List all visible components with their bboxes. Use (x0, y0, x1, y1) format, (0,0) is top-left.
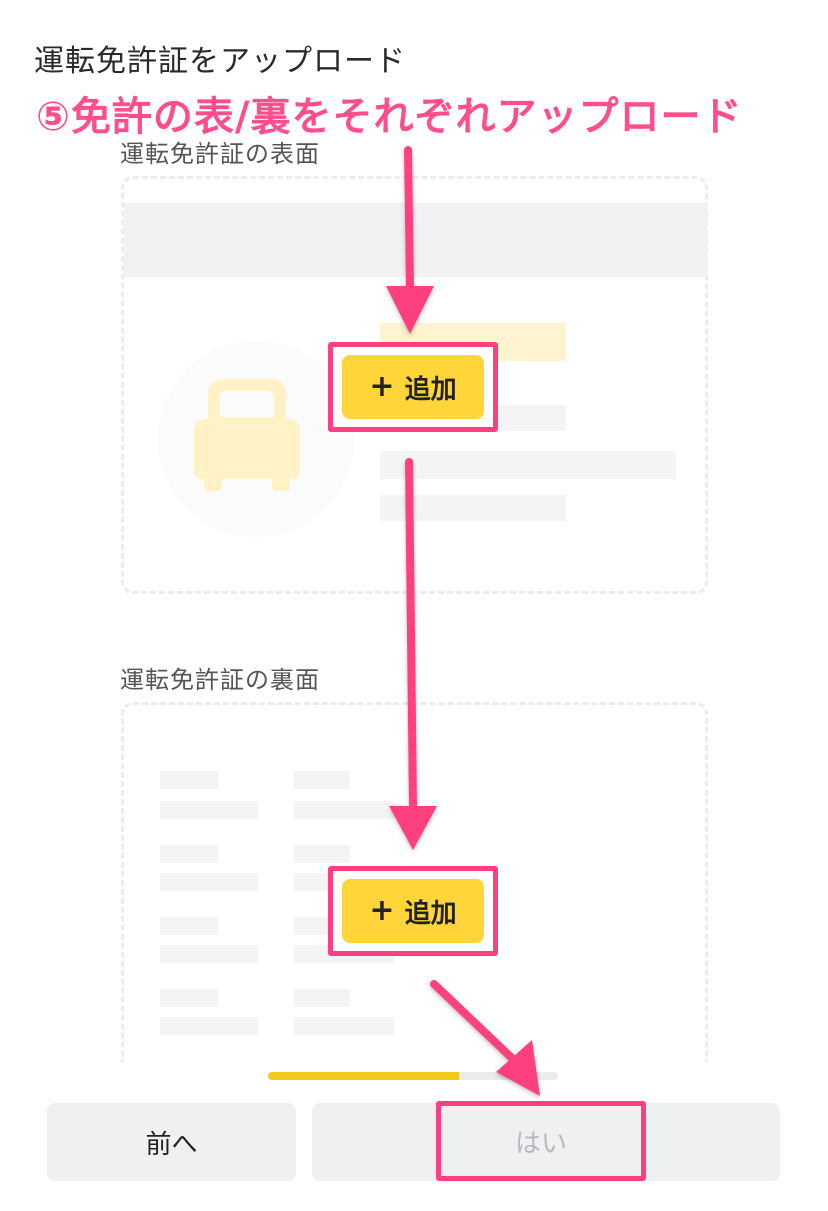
placeholder-cell (160, 989, 218, 1007)
placeholder-cell (294, 771, 350, 789)
arrow-diagonal-icon (430, 980, 540, 1096)
page-title: 運転免許証をアップロード (34, 44, 406, 79)
placeholder-cell (160, 801, 258, 819)
progress-fill (268, 1072, 460, 1080)
placeholder-cell (160, 917, 218, 935)
placeholder-line-2 (380, 451, 676, 479)
placeholder-cell (294, 1017, 394, 1035)
arrow-down-icon (386, 146, 434, 334)
car-body-shape (194, 419, 300, 479)
yes-button-background (312, 1103, 780, 1181)
car-wheel-left (204, 477, 222, 491)
front-section-label: 運転免許証の表面 (120, 140, 320, 168)
placeholder-cell (294, 801, 394, 819)
front-add-label: 追加 (404, 374, 457, 405)
plus-icon: + (369, 369, 395, 404)
placeholder-cell (294, 845, 350, 863)
placeholder-cell (160, 873, 258, 891)
placeholder-header-band (124, 203, 707, 277)
placeholder-cell (294, 989, 350, 1007)
front-add-button[interactable]: + 追加 (342, 355, 484, 419)
car-window-shape (220, 391, 274, 417)
placeholder-cell (160, 845, 218, 863)
back-add-highlight: + 追加 (328, 866, 498, 956)
yes-button[interactable]: はい (441, 1106, 641, 1176)
placeholder-cell (160, 771, 218, 789)
back-section-label: 運転免許証の裏面 (120, 666, 320, 694)
car-wheel-right (272, 477, 290, 491)
placeholder-cell (160, 945, 258, 963)
front-add-highlight: + 追加 (328, 342, 498, 432)
back-add-label: 追加 (404, 898, 457, 929)
yes-button-highlight: はい (436, 1101, 646, 1181)
annotation-title: ⑤免許の表/裏をそれぞれアップロード (36, 94, 743, 140)
prev-button[interactable]: 前へ (47, 1103, 296, 1181)
front-upload-area[interactable] (121, 176, 708, 594)
progress-bar (268, 1072, 558, 1080)
back-add-button[interactable]: + 追加 (342, 879, 484, 943)
arrow-down-icon (389, 458, 437, 850)
placeholder-cell (160, 1017, 258, 1035)
plus-icon: + (369, 893, 395, 928)
